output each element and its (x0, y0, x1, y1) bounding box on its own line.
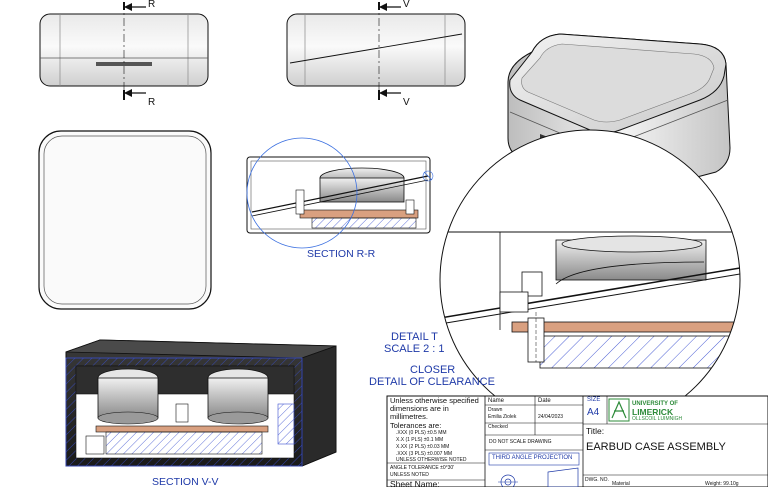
tb-logo-line3: OLLSCOIL LUIMNIGH (632, 416, 683, 422)
tb-unless-3: millimetres. (390, 412, 428, 421)
tb-tol-5: UNLESS OTHERWISE NOTED (396, 457, 467, 463)
tb-drawn-label: Drawn (488, 407, 503, 413)
section-mark-v-top: V (403, 0, 410, 10)
section-vv-label: SECTION V-V (152, 476, 219, 487)
tb-drawn-name: Emilia Ziolek (488, 414, 517, 420)
tb-col-name: Name (488, 398, 505, 404)
detail-t-label: DETAIL T (391, 331, 438, 343)
tb-unless-1: Unless otherwise specified (390, 396, 479, 405)
tb-tol-2: X.X (1 PLS) ±0.1 MM (396, 437, 444, 443)
tb-angle-2: UNLESS NOTED (390, 472, 429, 478)
closer-detail-label: DETAIL OF CLEARANCE (369, 376, 495, 388)
tb-logo-line2: LIMERICK (632, 407, 674, 417)
tb-material: Material (612, 481, 630, 487)
tb-tol-4: .XXX (3 PLS) ±0.007 MM (396, 451, 453, 457)
tb-title-label: Title: (586, 426, 605, 436)
front-view (39, 2, 209, 100)
tb-col-date: Date (538, 398, 551, 404)
section-mark-r-top: R (148, 0, 155, 10)
tb-checked-label: Checked (488, 424, 508, 430)
top-view (38, 130, 212, 310)
section-vv-view (65, 339, 337, 467)
section-mark-r-bottom: R (148, 97, 155, 108)
tb-title-value: EARBUD CASE ASSEMBLY (586, 441, 726, 453)
tb-unless-2: dimensions are in (390, 404, 449, 413)
tb-drawn-date: 24/04/2023 (538, 414, 564, 420)
section-rr-view (246, 137, 434, 249)
tb-logo-line1: UNIVERSITY OF (632, 401, 678, 407)
tb-tolerances-title: Tolerances are: (390, 421, 442, 430)
tb-size-label: SIZE (587, 397, 601, 403)
tb-weight: Weight: 99.10g (705, 481, 739, 487)
title-block (386, 395, 768, 487)
detail-t-scale: SCALE 2 : 1 (384, 343, 445, 355)
section-mark-v-bottom: V (403, 97, 410, 108)
tb-projection: THIRD ANGLE PROJECTION (492, 455, 573, 461)
closer-label: CLOSER (410, 364, 455, 376)
side-view (286, 2, 466, 100)
detail-t-view (440, 130, 740, 430)
tb-dwg-no: DWG. NO. (585, 477, 609, 483)
tb-size-value: A4 (587, 407, 600, 418)
tb-tol-3: X.XX (2 PLS) ±0.03 MM (396, 444, 450, 450)
tb-do-not-scale: DO NOT SCALE DRAWING (489, 439, 552, 445)
tb-sheet-name: Sheet Name: (390, 479, 440, 489)
section-rr-label: SECTION R-R (307, 248, 376, 260)
tb-tol-1: .XXX (0 PLS) ±0.5 MM (396, 430, 447, 436)
tb-angle-1: ANGLE TOLERANCE ±0°30' (390, 465, 455, 471)
